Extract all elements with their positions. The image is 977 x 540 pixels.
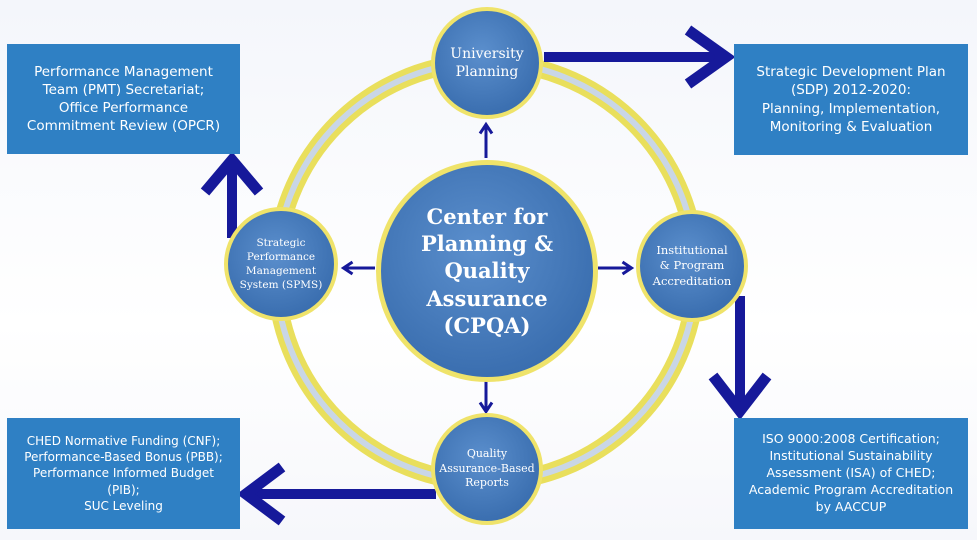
box-top-left-label: Performance Management Team (PMT) Secret… xyxy=(26,63,221,135)
node-center-cpqa-label: Center for Planning & Quality Assurance … xyxy=(420,203,554,338)
box-top-right: Strategic Development Plan (SDP) 2012-20… xyxy=(734,44,968,155)
node-institutional-accreditation-label: Institutional & Program Accreditation xyxy=(652,242,732,288)
box-top-right-label: Strategic Development Plan (SDP) 2012-20… xyxy=(756,64,946,135)
arrow-top-to-top-right-box xyxy=(544,25,736,89)
box-bottom-left-label: CHED Normative Funding (CNF); Performanc… xyxy=(24,434,223,513)
box-top-left: Performance Management Team (PMT) Secret… xyxy=(7,44,240,154)
node-university-planning-label: University Planning xyxy=(450,45,524,80)
box-bottom-left: CHED Normative Funding (CNF); Performanc… xyxy=(7,418,240,529)
node-institutional-accreditation: Institutional & Program Accreditation xyxy=(636,210,748,322)
arrow-right-to-bottom-right-box xyxy=(708,296,772,421)
node-spms: Strategic Performance Management System … xyxy=(224,207,338,321)
box-bottom-right-label: ISO 9000:2008 Certification; Institution… xyxy=(748,431,954,514)
node-center-cpqa: Center for Planning & Quality Assurance … xyxy=(376,160,598,382)
arrow-bottom-to-bottom-left-box xyxy=(236,462,436,526)
node-quality-reports: Quality Assurance-Based Reports xyxy=(431,413,543,525)
node-spms-label: Strategic Performance Management System … xyxy=(239,236,323,292)
box-bottom-right: ISO 9000:2008 Certification; Institution… xyxy=(734,418,968,529)
arrow-left-to-top-left-box xyxy=(200,151,264,238)
node-quality-reports-label: Quality Assurance-Based Reports xyxy=(439,446,535,490)
node-university-planning: University Planning xyxy=(431,7,543,119)
